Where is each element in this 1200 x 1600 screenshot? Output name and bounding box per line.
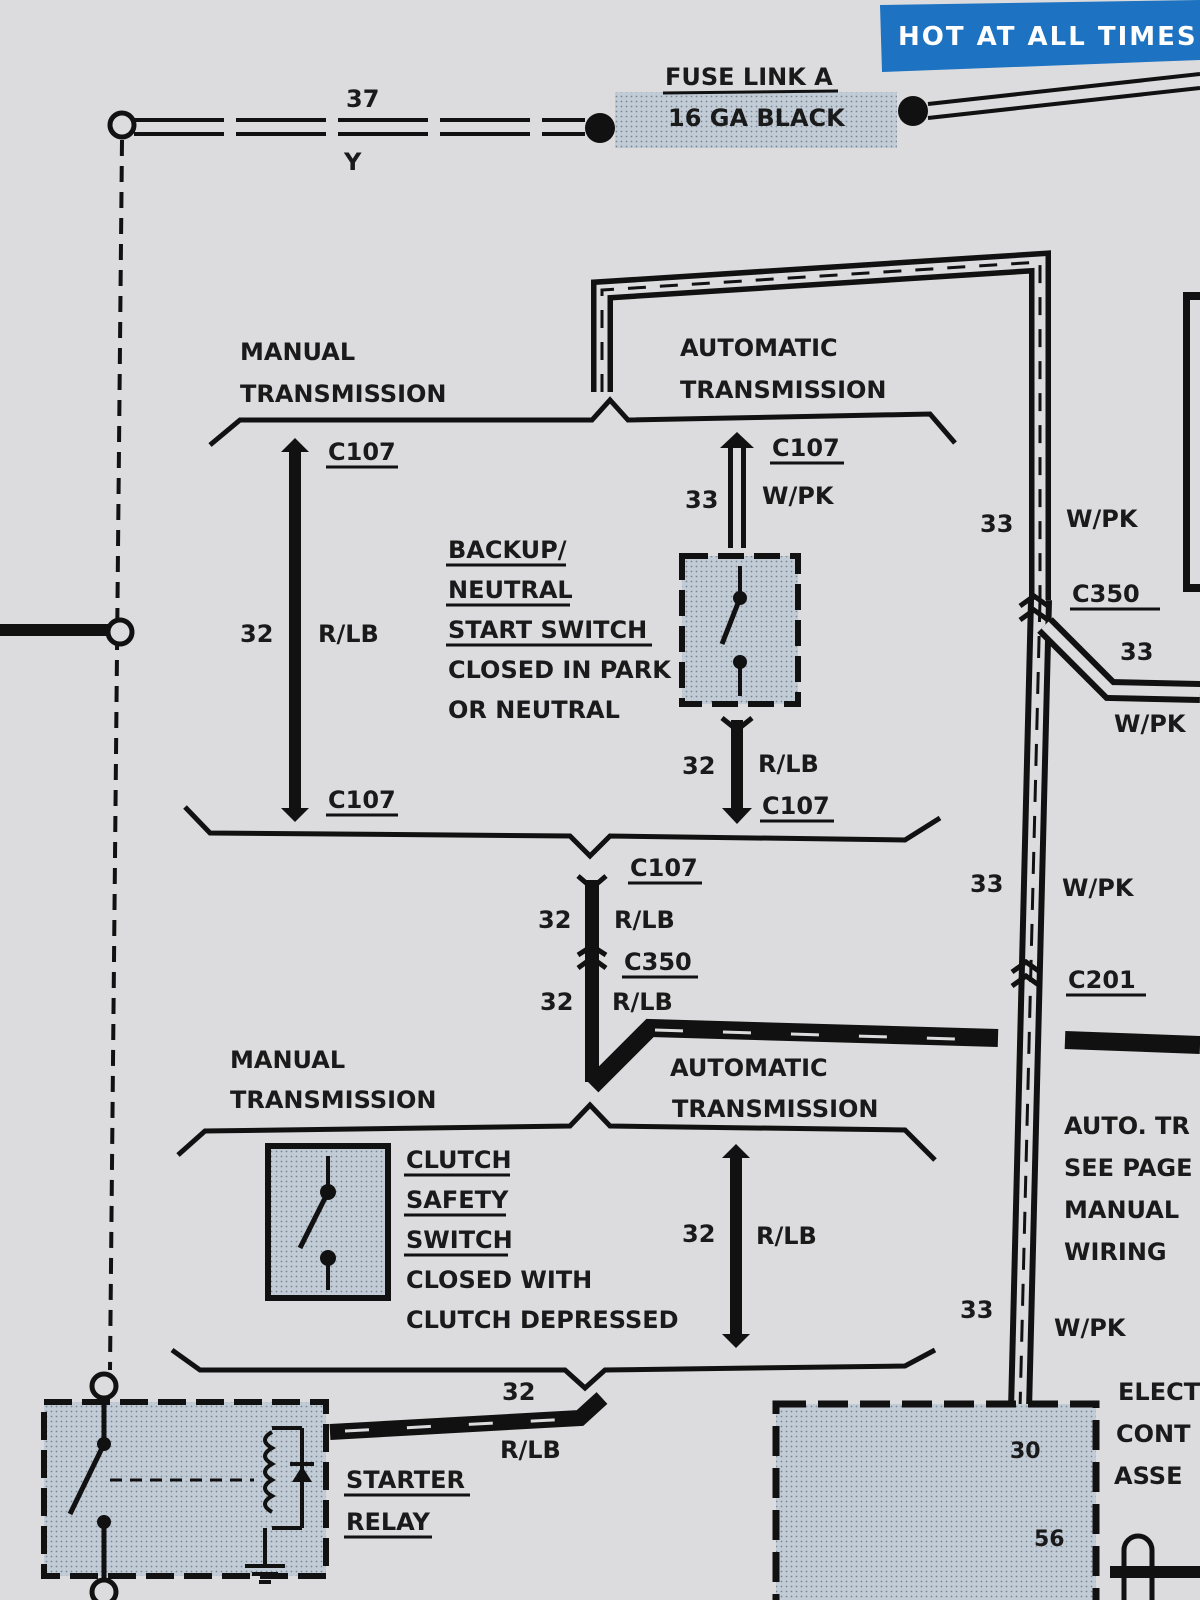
trunk-circuit-4: 33 [960,1296,993,1324]
left-mid-terminal [105,617,135,647]
middle-color-2: R/LB [612,988,673,1016]
trunk-color-1: W/PK [1066,505,1139,533]
right-note-line-2: SEE PAGE [1064,1154,1192,1182]
starter-relay-line-1: STARTER [346,1466,465,1494]
lower-manual-label-1: MANUAL [230,1046,345,1074]
upper-auto-connector-bottom: C107 [762,792,830,820]
fuse-node-right [898,96,928,126]
clutch-switch-line-2: SAFETY [406,1186,509,1214]
middle-color-1: R/LB [614,906,675,934]
upper-loop-wire [591,250,1051,600]
left-dashed-wire [108,139,124,1371]
lower-brace [176,1101,937,1162]
bottom-brace [170,1347,937,1392]
lower-manual-label-2: TRANSMISSION [230,1086,437,1114]
top-left-terminal [107,110,137,140]
middle-circuit-1: 32 [538,906,571,934]
lower-auto-wire: 32 R/LB [682,1144,817,1348]
clutch-switch-line-3: SWITCH [406,1226,513,1254]
fuse-link-gauge: 16 GA BLACK [668,104,846,132]
lower-auto-label-2: TRANSMISSION [672,1095,879,1123]
upper-manual-label-2: TRANSMISSION [240,380,447,408]
trunk-circuit-3: 33 [970,870,1003,898]
top-wire-circuit: 37 [346,85,379,113]
backup-switch-line-4: CLOSED IN PARK [448,656,672,684]
elec-control-line-3: ASSE [1114,1462,1182,1490]
backup-neutral-switch [679,553,801,707]
upper-auto-circuit-top: 33 [685,486,718,514]
upper-manual-color: R/LB [318,620,379,648]
upper-auto-wire-top: C107 33 W/PK [685,432,844,548]
right-note-line-4: WIRING [1064,1238,1167,1266]
relay-wire-circuit: 32 [502,1378,535,1406]
lower-auto-circuit: 32 [682,1220,715,1248]
right-trunk-wire [1008,292,1200,1411]
middle-connector-1: C107 [630,854,698,882]
right-note-line-1: AUTO. TR [1064,1112,1190,1140]
trunk-connector-c201: C201 [1068,966,1136,994]
lower-auto-color: R/LB [756,1222,817,1250]
upper-manual-circuit: 32 [240,620,273,648]
middle-connector-2: C350 [624,948,692,976]
trunk-color-2: W/PK [1114,710,1187,738]
starter-relay-line-2: RELAY [346,1508,430,1536]
upper-auto-label-2: TRANSMISSION [680,376,887,404]
lower-auto-label-1: AUTOMATIC [670,1054,828,1082]
clutch-switch-line-4: CLOSED WITH [406,1266,592,1294]
hot-at-all-times-banner: HOT AT ALL TIMES [880,0,1200,72]
upper-auto-color-bottom: R/LB [758,750,819,778]
upper-auto-wire-bottom: 32 R/LB C107 [682,716,834,824]
clutch-switch-line-1: CLUTCH [406,1146,512,1174]
trunk-connector-c350: C350 [1072,580,1140,608]
backup-switch-line-1: BACKUP/ [448,536,567,564]
upper-manual-wire: C107 32 R/LB C107 [240,438,398,822]
pin-30: 30 [1010,1439,1041,1464]
relay-wire-color: R/LB [500,1436,561,1464]
upper-manual-connector-top: C107 [328,438,396,466]
top-wire-color: Y [343,148,362,176]
fuse-link: FUSE LINK A 16 GA BLACK [585,63,1200,148]
starter-relay [41,1371,329,1600]
electronic-control-assembly: 30 56 [772,1400,1200,1600]
right-note-line-3: MANUAL [1064,1196,1179,1224]
trunk-color-3: W/PK [1062,874,1135,902]
clutch-switch-line-5: CLUTCH DEPRESSED [406,1306,679,1334]
elec-control-line-1: ELECT [1118,1378,1200,1406]
upper-auto-connector-top: C107 [772,434,840,462]
trunk-color-4: W/PK [1054,1314,1127,1342]
upper-manual-connector-bottom: C107 [328,786,396,814]
banner-text: HOT AT ALL TIMES [898,22,1198,52]
fuse-node-left [585,113,615,143]
upper-brace [208,396,957,447]
clutch-safety-switch [265,1143,391,1301]
upper-auto-circuit-bottom: 32 [682,752,715,780]
backup-switch-line-5: OR NEUTRAL [448,696,620,724]
pin-56: 56 [1034,1527,1065,1552]
fuse-link-name: FUSE LINK A [665,63,833,91]
upper-auto-color-top: W/PK [762,482,835,510]
relay-wire: 32 R/LB [329,1378,608,1464]
upper-manual-label-1: MANUAL [240,338,355,366]
trunk-circuit-1: 33 [980,510,1013,538]
trunk-circuit-2: 33 [1120,638,1153,666]
fuse-link-box [615,92,897,148]
middle-wires: C107 32 R/LB C350 32 R/LB [538,854,1200,1093]
upper-auto-label-1: AUTOMATIC [680,334,838,362]
top-wire-37: 37 Y [107,85,585,176]
upper-closing-brace [183,805,942,860]
elec-control-line-2: CONT [1116,1420,1191,1448]
backup-switch-line-2: NEUTRAL [448,576,573,604]
backup-switch-line-3: START SWITCH [448,616,647,644]
middle-circuit-2: 32 [540,988,573,1016]
